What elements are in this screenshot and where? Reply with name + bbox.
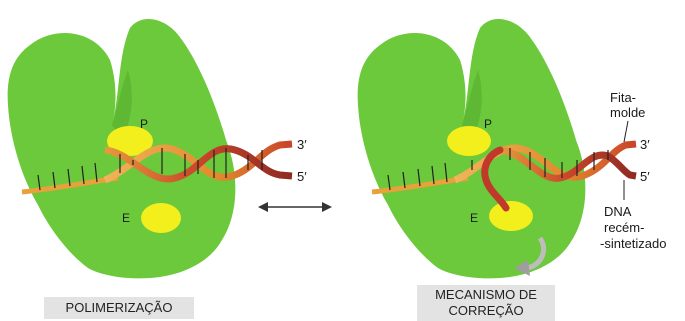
site-p-label: P [484,117,492,131]
proofreading-panel: P E [358,19,667,278]
template-strand-label-line1: Fita- [610,90,636,105]
caption-proofreading-line1: MECANISMO DE [417,287,555,303]
caption-proofreading: MECANISMO DE CORREÇÃO [417,285,555,321]
strand-5-prime-label: 5′ [297,169,307,184]
new-dna-label-line1: DNA [604,204,632,219]
caption-proofreading-line2: CORREÇÃO [417,303,555,319]
double-arrow-icon [258,202,332,212]
strand-3-prime-label: 3′ [297,137,307,152]
site-e-label: E [122,211,130,225]
new-dna-label-line3: -sintetizado [600,236,666,251]
strand-3-prime-label: 3′ [640,137,650,152]
template-label-pointer [624,121,628,142]
site-e [489,201,533,231]
site-e [141,203,181,233]
polymerization-panel: P E [8,19,308,278]
caption-polymerization: POLIMERIZAÇÃO [44,297,194,319]
template-strand-label-line2: molde [610,105,645,120]
site-p-label: P [140,117,148,131]
strand-5-prime-label: 5′ [640,169,650,184]
site-e-label: E [470,211,478,225]
new-dna-label-line2: recém- [604,220,644,235]
